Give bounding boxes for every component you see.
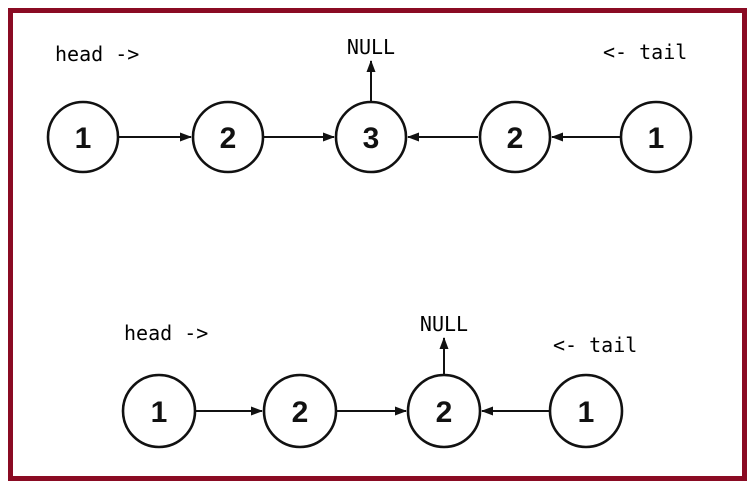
bottom-list-null-label: NULL [420, 312, 468, 336]
bottom-list-tail-label: <- tail [553, 333, 637, 357]
top-list-node-value-4: 2 [507, 122, 524, 155]
bottom-list-node-value-2: 2 [292, 396, 309, 429]
top-list-node-4 [478, 100, 552, 174]
bottom-list-node-3 [406, 373, 482, 449]
top-list-node-5 [619, 100, 693, 174]
bottom-list-node-1 [121, 373, 197, 449]
top-list-node-1 [46, 100, 120, 174]
top-list-head-label: head -> [55, 42, 139, 66]
bottom-list-node-value-1: 1 [151, 396, 168, 429]
top-list-tail-label: <- tail [603, 40, 687, 64]
bottom-list-node-2 [262, 373, 338, 449]
top-list-node-value-1: 1 [75, 122, 92, 155]
top-list-node-value-5: 1 [648, 122, 665, 155]
bottom-list-node-value-3: 2 [436, 396, 453, 429]
top-list-node-value-2: 2 [220, 122, 237, 155]
bottom-list-head-label: head -> [124, 321, 208, 345]
top-list-node-2 [191, 100, 265, 174]
top-list-null-label: NULL [347, 35, 395, 59]
top-list-node-3 [334, 100, 408, 174]
bottom-list-node-4 [548, 373, 624, 449]
top-list-node-value-3: 3 [363, 122, 380, 155]
bottom-list-node-value-4: 1 [578, 396, 595, 429]
